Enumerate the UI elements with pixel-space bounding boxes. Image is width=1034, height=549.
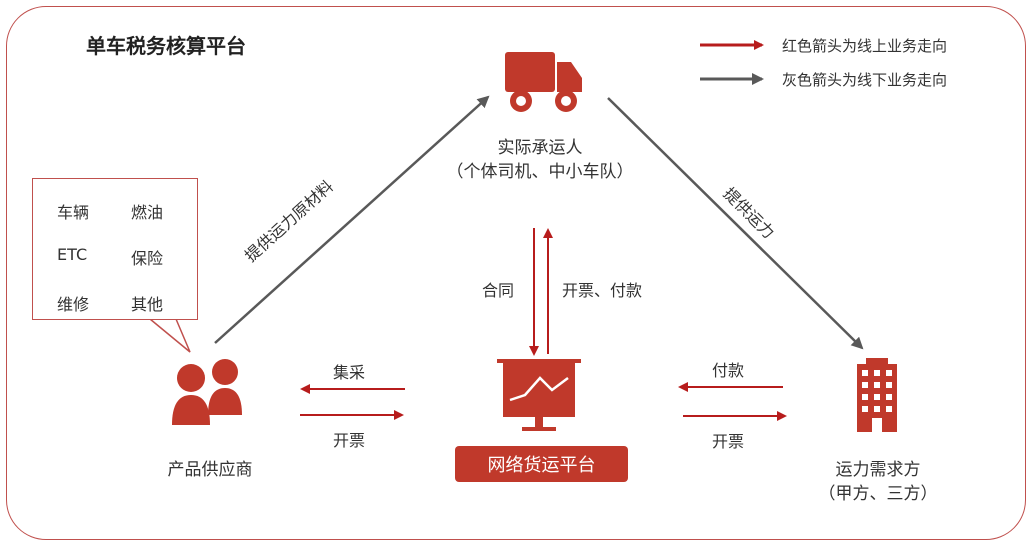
page-title: 单车税务核算平台 [86, 34, 246, 58]
arrow-carrier-to-demand [607, 97, 864, 350]
building-icon [857, 358, 897, 432]
supplier-label: 产品供应商 [167, 460, 253, 480]
bubble-item: 车辆 [57, 203, 90, 222]
bubble-item: 其他 [131, 295, 164, 314]
diagram-frame [6, 6, 1026, 540]
edge-label-contract: 合同 [482, 281, 515, 300]
bubble-item: 维修 [57, 295, 90, 314]
platform-label: 网络货运平台 [487, 455, 596, 476]
bubble-item: 燃油 [131, 203, 164, 222]
people-icon [172, 359, 242, 425]
supplier-items-bubble: 车辆 燃油 ETC 保险 维修 其他 [32, 178, 198, 320]
platform-label-box: 网络货运平台 [455, 446, 628, 482]
carrier-sublabel: （个体司机、中小车队） [446, 162, 634, 182]
edge-label-invoice-left: 开票 [333, 431, 366, 450]
legend-red-label: 红色箭头为线上业务走向 [782, 37, 948, 55]
monitor-chart-icon [497, 359, 581, 431]
edge-label-procure: 集采 [333, 363, 366, 382]
truck-icon [505, 52, 582, 112]
legend-gray-label: 灰色箭头为线下业务走向 [782, 71, 948, 89]
arrow-supplier-to-carrier [214, 95, 490, 344]
edge-label-invoice-right: 开票 [712, 432, 745, 451]
carrier-label: 实际承运人 [497, 138, 583, 158]
demand-sublabel: （甲方、三方） [818, 484, 938, 504]
edge-label-payment: 付款 [712, 361, 745, 380]
bubble-item: ETC [57, 245, 88, 264]
bubble-item: 保险 [131, 249, 164, 268]
demand-label: 运力需求方 [835, 460, 921, 480]
bubble-tail [149, 318, 191, 353]
edge-label-invoice-payment: 开票、付款 [562, 281, 643, 300]
